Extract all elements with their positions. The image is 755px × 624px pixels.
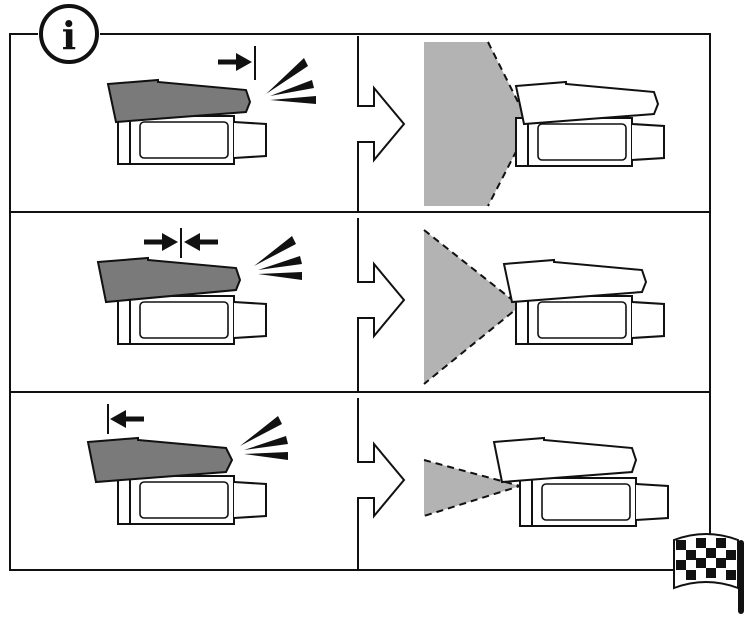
sunshield-shaded bbox=[96, 256, 242, 304]
info-circle-icon: i bbox=[39, 4, 99, 64]
arrows-inward-icon bbox=[144, 228, 218, 258]
arrow-left-icon bbox=[107, 404, 144, 434]
sun-rays-icon bbox=[266, 58, 316, 104]
step-2 bbox=[96, 218, 665, 392]
step-3 bbox=[86, 398, 669, 570]
outer-frame bbox=[9, 33, 711, 571]
camera-right-step-1 bbox=[514, 80, 665, 167]
sun-rays-icon bbox=[254, 236, 302, 280]
transition-arrow bbox=[357, 36, 406, 212]
camera-left-step-3 bbox=[86, 436, 267, 525]
camera-right-step-2 bbox=[502, 258, 665, 345]
info-symbol: i bbox=[62, 13, 76, 58]
sunshield-shaded bbox=[106, 78, 252, 124]
sun-rays-icon bbox=[240, 416, 288, 460]
camera-left-step-2 bbox=[96, 256, 267, 345]
step-1 bbox=[106, 36, 665, 212]
sunshield-shaded bbox=[86, 436, 234, 484]
field-of-view-medium bbox=[423, 229, 522, 385]
checkered-flag-icon bbox=[673, 533, 744, 614]
arrow-right-icon bbox=[218, 46, 256, 80]
transition-arrow bbox=[357, 218, 406, 392]
camera-left-step-1 bbox=[106, 78, 267, 165]
camera-right-step-3 bbox=[492, 436, 669, 527]
field-of-view-wide bbox=[424, 41, 523, 207]
transition-arrow bbox=[357, 398, 406, 570]
